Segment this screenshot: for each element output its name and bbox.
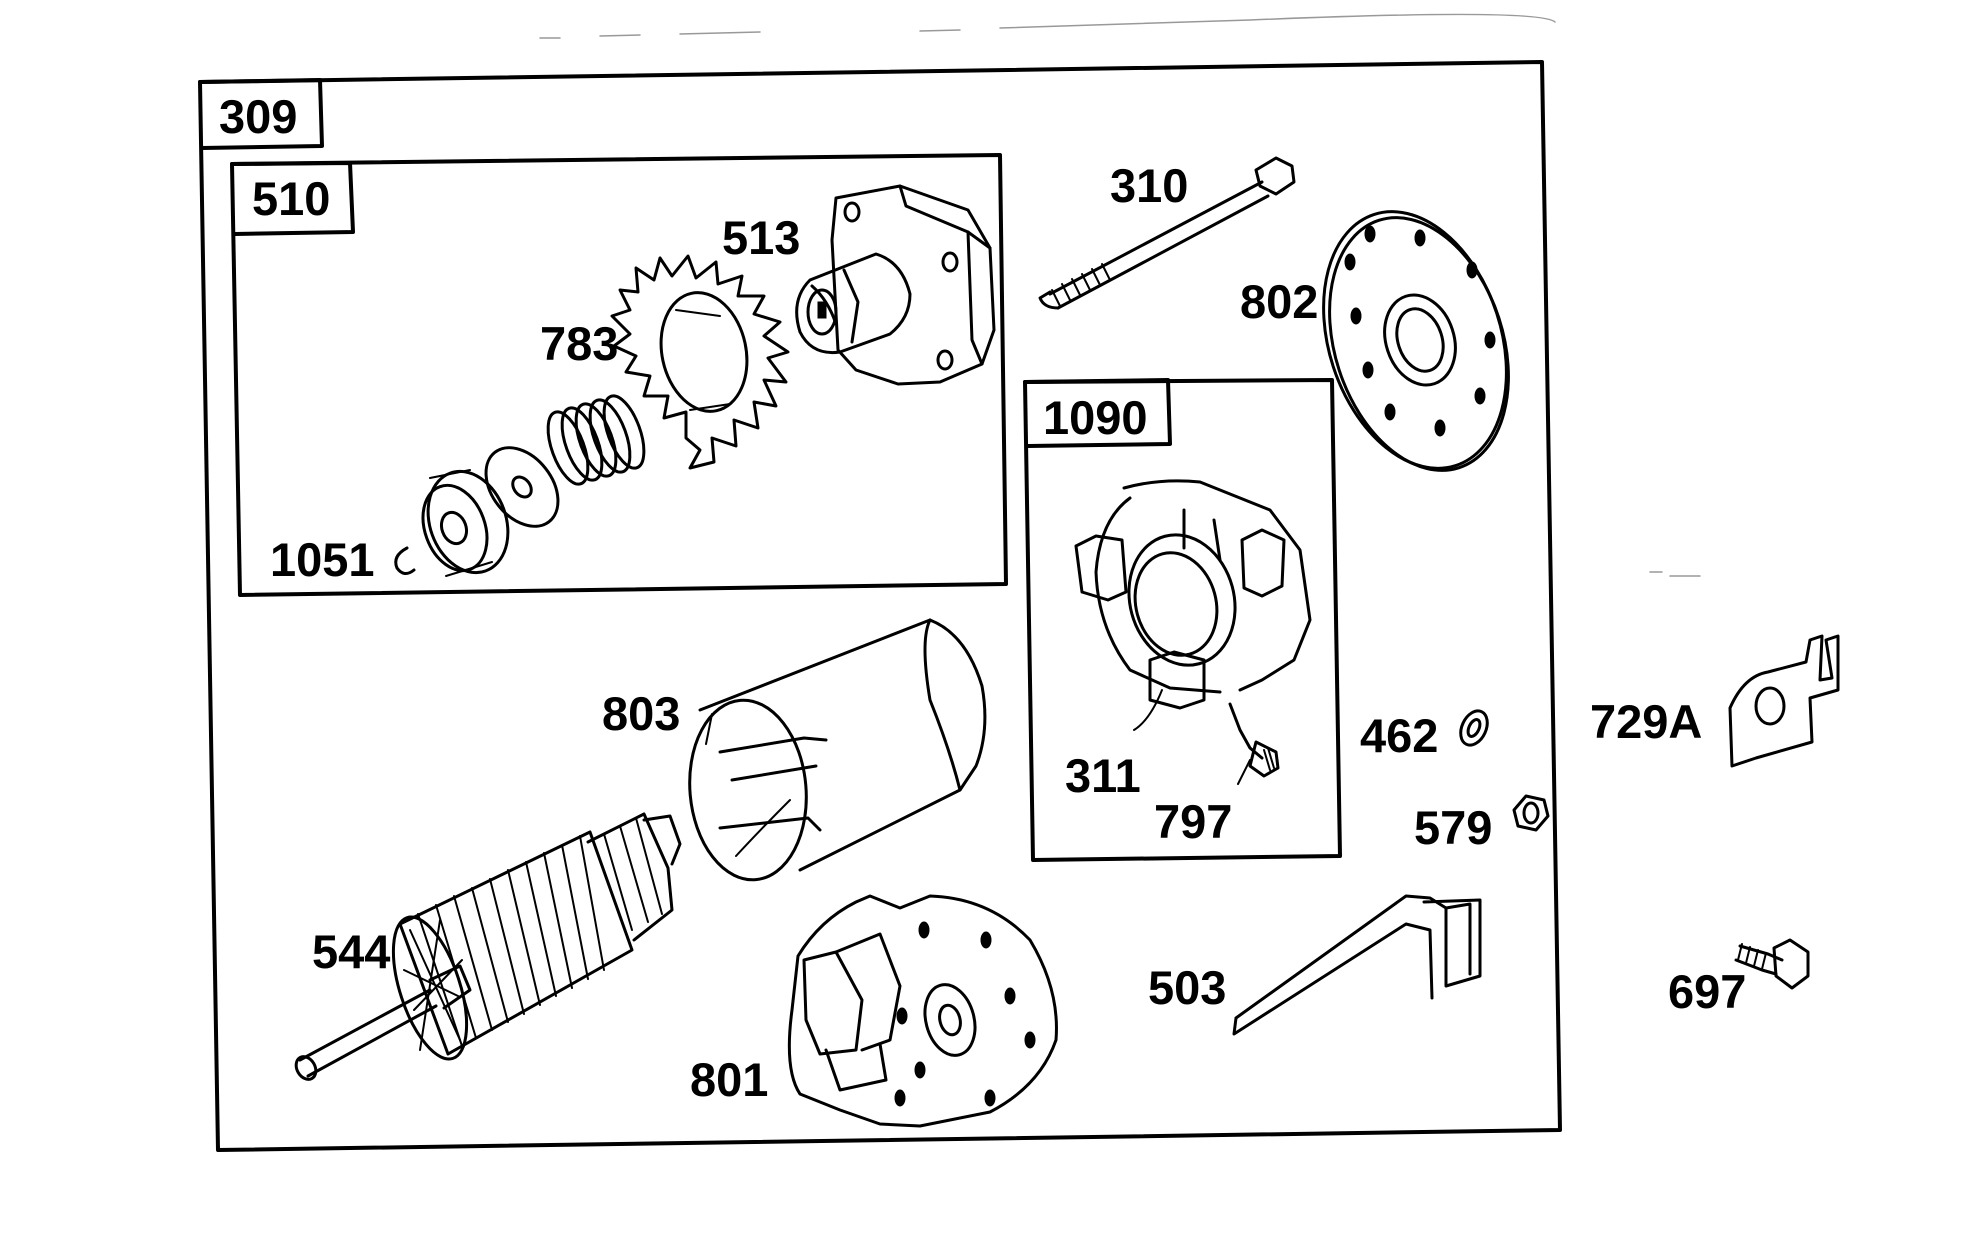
field-frame-icon	[688, 618, 987, 882]
through-bolt-icon	[1038, 156, 1296, 310]
pinion-gear-icon	[610, 254, 790, 470]
assembly-label-309: 309	[219, 90, 297, 143]
assembly-box-510: 510	[230, 153, 1008, 597]
end-plate-icon	[1322, 210, 1510, 472]
brush-holder-icon	[1074, 479, 1312, 785]
part-label-311: 311	[1065, 749, 1141, 802]
assembly-box-309: 309	[198, 60, 1562, 1152]
hex-nut-icon	[1512, 794, 1550, 832]
part-label-797: 797	[1154, 795, 1232, 848]
spring-icon	[546, 394, 646, 486]
ground-strap-icon	[1232, 894, 1482, 1036]
part-label-802: 802	[1240, 275, 1318, 328]
part-label-462: 462	[1360, 709, 1438, 762]
part-label-729a: 729A	[1590, 695, 1702, 748]
mounting-plate-icon	[787, 894, 1058, 1128]
part-label-503: 503	[1148, 961, 1226, 1014]
part-label-544: 544	[312, 925, 390, 978]
assembly-label-1090: 1090	[1043, 391, 1148, 444]
washer-icon	[484, 446, 560, 528]
part-label-783: 783	[540, 317, 618, 370]
part-label-803: 803	[602, 687, 680, 740]
assembly-label-510: 510	[252, 172, 330, 225]
assembly-box-1090: 1090	[1023, 378, 1342, 862]
retaining-clip-icon	[394, 546, 416, 575]
part-label-697: 697	[1668, 965, 1746, 1018]
scan-marks	[539, 13, 1701, 577]
part-label-1051: 1051	[270, 533, 375, 586]
part-label-579: 579	[1414, 801, 1492, 854]
drive-end-housing-icon	[795, 184, 996, 386]
lock-washer-icon	[1459, 709, 1489, 747]
stop-collar-icon	[421, 469, 510, 577]
part-label-801: 801	[690, 1053, 768, 1106]
part-label-310: 310	[1110, 159, 1188, 212]
armature-icon	[294, 812, 682, 1081]
bracket-icon	[1728, 634, 1840, 768]
part-labels: 1051 783 513 310 802 803 311 797 462 729…	[270, 159, 1746, 1106]
part-label-513: 513	[722, 211, 800, 264]
screw-icon	[1734, 938, 1810, 990]
